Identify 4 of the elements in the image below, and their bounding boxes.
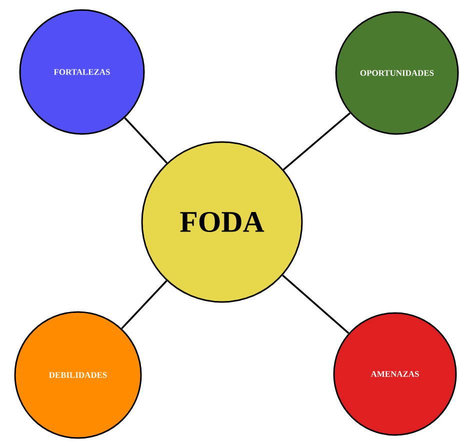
connector-line xyxy=(121,280,168,330)
connector-line xyxy=(282,274,350,334)
connector-line xyxy=(282,112,351,170)
connector-line xyxy=(124,117,168,164)
